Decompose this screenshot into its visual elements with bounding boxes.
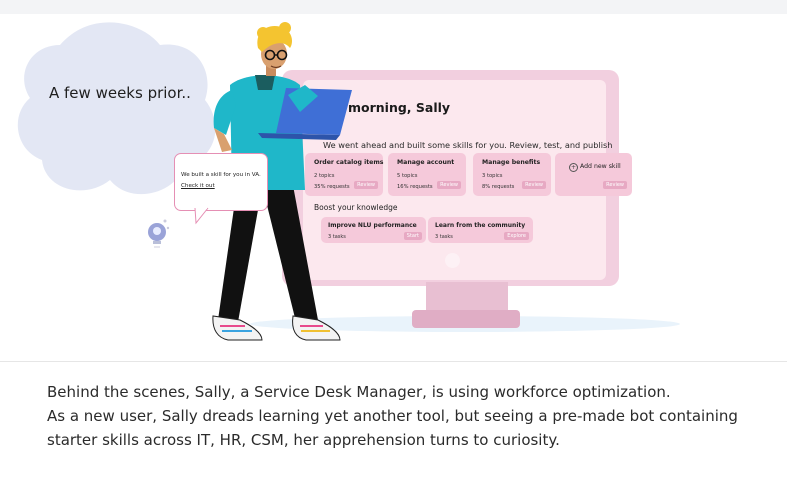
review-button[interactable]: Review [354, 181, 378, 189]
left-leg [218, 180, 258, 322]
skill-card[interactable]: Manage benefits 3 topics 8% requests Rev… [473, 153, 551, 196]
skill-requests: 8% requests [482, 184, 515, 190]
explore-button[interactable]: Explore [504, 232, 529, 240]
skill-title: Manage benefits [482, 159, 541, 166]
left-shoe [212, 315, 263, 341]
skill-topics: 3 topics [482, 173, 503, 179]
skill-topics: 5 topics [397, 173, 418, 179]
bubble-message: We built a skill for you in VA. [181, 172, 261, 178]
monitor-button [445, 253, 460, 268]
monitor-base [412, 310, 520, 328]
review-button[interactable]: Review [603, 181, 627, 189]
collar [255, 75, 275, 90]
skill-topics: 2 topics [314, 173, 335, 179]
plus-icon: + [569, 163, 578, 172]
skill-requests: 16% requests [397, 184, 433, 190]
caption-line: starter skills across IT, HR, CSM, her a… [47, 431, 560, 449]
blob-caption: A few weeks prior.. [49, 84, 191, 102]
section-divider [0, 361, 787, 362]
skill-card[interactable]: Manage account 5 topics 16% requests Rev… [388, 153, 466, 196]
left-arm [213, 90, 236, 135]
screen-greeting: morning, Sally [348, 100, 451, 115]
add-skill-card[interactable]: + Add new skill Review [555, 153, 632, 196]
check-it-out-link[interactable]: Check it out [181, 183, 215, 189]
boost-card-tasks: 3 tasks [328, 234, 346, 240]
review-button[interactable]: Review [437, 181, 461, 189]
start-button[interactable]: Start [403, 232, 422, 240]
boost-card-title: Improve NLU performance [328, 222, 417, 229]
boost-card[interactable]: Learn from the community 3 tasks Explore [428, 217, 533, 243]
skill-card[interactable]: Order catalog items 2 topics 35% request… [305, 153, 383, 196]
boost-heading: Boost your knowledge [314, 203, 398, 212]
skill-title: Manage account [397, 159, 455, 166]
right-shoe [292, 315, 341, 341]
caption-line: As a new user, Sally dreads learning yet… [47, 407, 738, 425]
skill-title: Order catalog items [314, 159, 384, 166]
bot-speech-bubble: We built a skill for you in VA. Check it… [174, 153, 268, 211]
illustration-background [17, 22, 216, 195]
caption-line: Behind the scenes, Sally, a Service Desk… [47, 383, 671, 401]
boost-card-title: Learn from the community [435, 222, 526, 229]
right-leg [262, 180, 318, 322]
person-illustration [148, 22, 352, 341]
story-caption: Behind the scenes, Sally, a Service Desk… [47, 380, 767, 452]
blob-shape [17, 22, 216, 195]
boost-card[interactable]: Improve NLU performance 3 tasks Start [321, 217, 426, 243]
add-skill-label: Add new skill [580, 163, 621, 170]
robot-icon [148, 219, 170, 248]
review-button[interactable]: Review [522, 181, 546, 189]
screen-subtitle: We went ahead and built some skills for … [323, 140, 613, 150]
skill-requests: 35% requests [314, 184, 350, 190]
top-bar [0, 0, 787, 14]
boost-card-tasks: 3 tasks [435, 234, 453, 240]
